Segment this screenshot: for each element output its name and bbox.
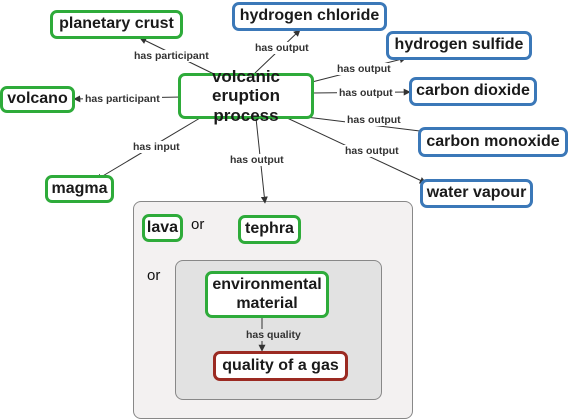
edge-label-has-output-water: has output [343,145,401,157]
node-carbon-dioxide[interactable]: carbon dioxide [409,77,537,106]
edge-label-has-input-magma: has input [131,141,182,153]
node-planetary-crust[interactable]: planetary crust [50,10,183,39]
node-volcanic-eruption-process[interactable]: volcanic eruption process [178,67,314,125]
edge-label-has-output-co2: has output [337,87,395,99]
node-lava[interactable]: lava [142,214,183,242]
node-quality-of-a-gas[interactable]: quality of a gas [213,351,348,381]
edge-label-has-output-h2s: has output [335,63,393,75]
edge-label-has-participant-volcano: has participant [83,93,162,105]
node-water-vapour[interactable]: water vapour [420,179,533,208]
node-hydrogen-sulfide[interactable]: hydrogen sulfide [386,31,532,60]
edge-label-has-output-hcl: has output [253,42,311,54]
node-magma[interactable]: magma [45,175,114,203]
node-carbon-monoxide[interactable]: carbon monoxide [418,127,568,157]
edge-label-has-output-co: has output [345,114,403,126]
node-tephra[interactable]: tephra [238,215,301,244]
or-connector-lava-tephra: or [191,216,205,233]
node-hydrogen-chloride[interactable]: hydrogen chloride [232,2,387,31]
or-connector-group: or [147,267,161,284]
edge-label-has-participant-crust: has participant [132,50,211,62]
edge-label-has-output-group: has output [228,154,286,166]
node-environmental-material[interactable]: environmental material [205,271,329,318]
edge-label-has-quality: has quality [244,329,303,341]
node-volcano[interactable]: volcano [0,86,75,113]
